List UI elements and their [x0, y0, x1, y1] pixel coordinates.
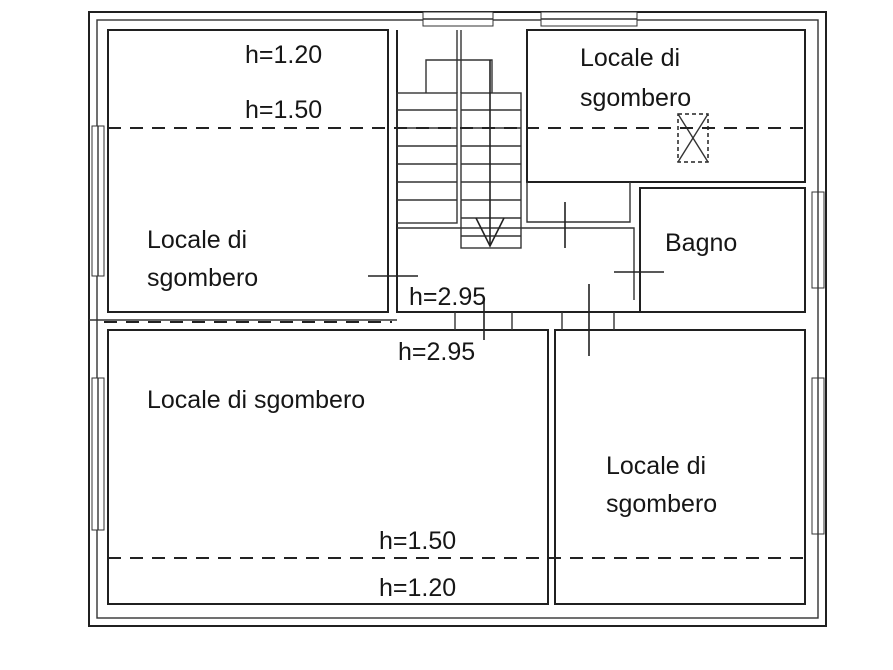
ceiling-height-lines	[104, 127, 805, 559]
room-top-left-label-line2: sgombero	[147, 264, 258, 292]
room-top-right-label-line1: Locale di	[580, 44, 680, 72]
room-top-right-outline	[526, 29, 806, 183]
room-top-left-outline	[107, 29, 389, 313]
room-top-right-label-line2: sgombero	[580, 84, 691, 112]
room-bottom-right-label-line1: Locale di	[606, 452, 706, 480]
room-bottom-left-outline	[107, 329, 549, 605]
height-label-bottom-low: h=1.20	[379, 574, 456, 602]
top-windows	[422, 11, 638, 27]
door-markers	[368, 202, 664, 356]
height-label-top-left-low: h=1.20	[245, 41, 322, 69]
room-bottom-left-label: Locale di sgombero	[147, 386, 365, 414]
room-top-left-label-line1: Locale di	[147, 226, 247, 254]
bathroom-outline	[639, 187, 806, 313]
height-label-corridor-upper: h=2.95	[409, 283, 486, 311]
bathroom-label: Bagno	[665, 229, 737, 257]
room-bottom-right-label-line2: sgombero	[606, 490, 717, 518]
staircase	[396, 30, 522, 249]
height-label-bottom-high: h=1.50	[379, 527, 456, 555]
side-windows	[91, 125, 825, 535]
roof-hatch-icon	[677, 113, 709, 163]
height-label-corridor-lower: h=2.95	[398, 338, 475, 366]
height-label-top-left-high: h=1.50	[245, 96, 322, 124]
room-bottom-right-outline	[554, 329, 806, 605]
